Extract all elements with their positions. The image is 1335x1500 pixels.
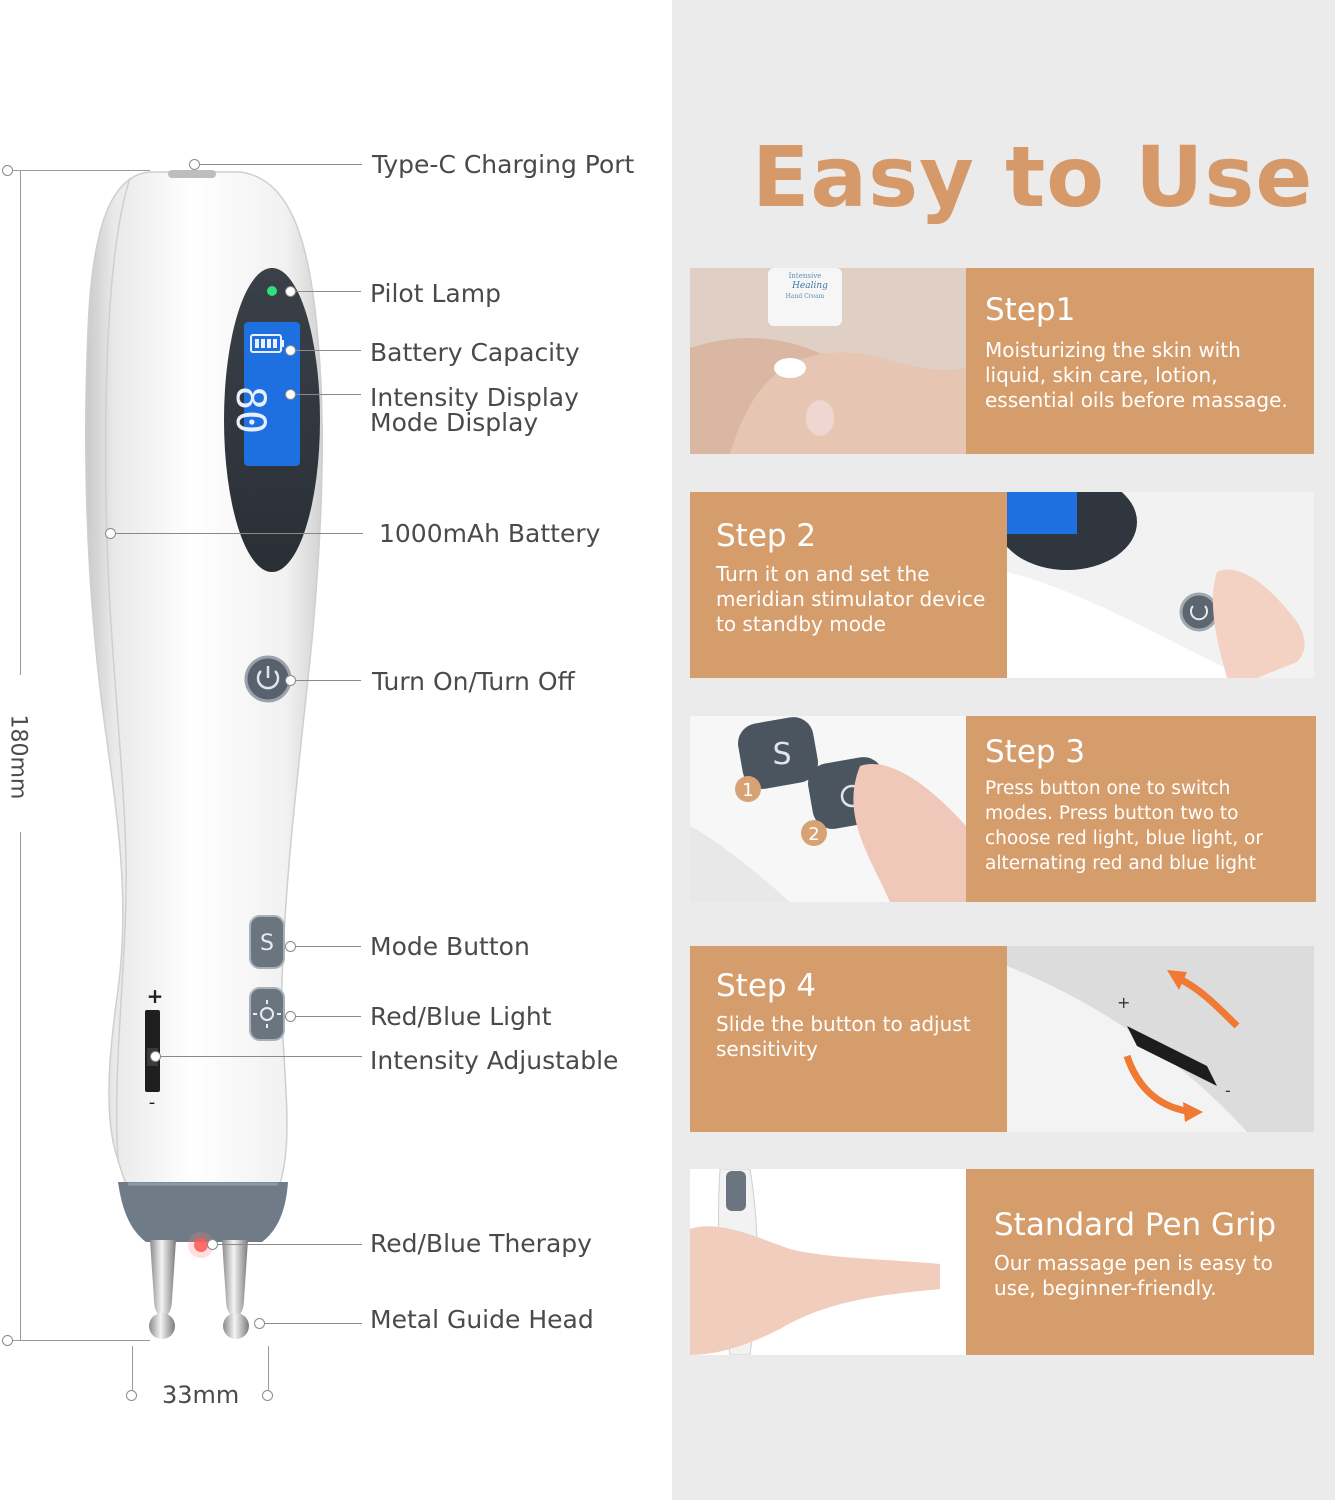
step2-text-panel: Step 2 Turn it on and set the meridian s… <box>690 492 1007 678</box>
callout-battery: 1000mAh Battery <box>379 519 601 548</box>
step-card-3: S 1 2 Step 3 Press button one to switch … <box>690 716 1316 902</box>
height-dimension-bottom <box>20 832 21 1340</box>
pen-collar <box>118 1182 288 1242</box>
svg-text:-: - <box>1225 1081 1231 1100</box>
red-therapy-light <box>194 1238 208 1252</box>
callout-intensity: Intensity Adjustable <box>370 1046 619 1075</box>
badge-1: 1 <box>742 780 753 801</box>
callout-light-button: Red/Blue Light <box>370 1002 552 1031</box>
product-diagram-panel: S + - 80 180mm 33mm <box>2 150 635 1409</box>
step2-title: Step 2 <box>716 518 817 554</box>
step3-photo: S 1 2 <box>690 716 966 902</box>
width-dimension-label: 33mm <box>162 1381 240 1409</box>
callout-battery-capacity: Battery Capacity <box>370 338 580 367</box>
cream-label-1: Intensive <box>789 272 822 280</box>
dim-endpoint-icon <box>2 1335 13 1346</box>
step4-text-panel: Step 4 Slide the button to adjust sensit… <box>690 946 1007 1132</box>
metal-head-right <box>222 1240 248 1318</box>
step2-desc: Turn it on and set the meridian stimulat… <box>716 562 986 636</box>
step1-desc: Moisturizing the skin with liquid, skin … <box>985 338 1288 412</box>
page-title: Easy to Use <box>752 128 1314 226</box>
dim-endpoint-icon <box>126 1390 137 1401</box>
step-card-4: Step 4 Slide the button to adjust sensit… <box>690 946 1314 1132</box>
callout-pilot-lamp: Pilot Lamp <box>370 279 501 308</box>
cream-label-3: Hand Cream <box>786 293 825 300</box>
metal-head-left <box>150 1240 176 1318</box>
step3-desc: Press button one to switch modes. Press … <box>985 778 1263 874</box>
dim-endpoint-icon <box>2 165 13 176</box>
height-dimension-top <box>20 170 21 675</box>
svg-text:S: S <box>260 931 274 956</box>
step1-title: Step1 <box>985 292 1076 328</box>
step5-photo <box>690 1169 966 1355</box>
callout-mode-button: Mode Button <box>370 932 530 961</box>
pilot-lamp-led <box>267 286 277 296</box>
step1-photo: Intensive Healing Hand Cream <box>690 268 966 454</box>
massage-pen-illustration: S + - 80 <box>84 170 323 1339</box>
callout-guide-head: Metal Guide Head <box>370 1305 594 1334</box>
step-card-5: Standard Pen Grip Our massage pen is eas… <box>690 1169 1314 1355</box>
svg-text:+: + <box>147 984 164 1008</box>
svg-text:-: - <box>149 1092 156 1113</box>
mode-button-shape <box>249 915 285 969</box>
step5-title: Standard Pen Grip <box>994 1207 1277 1243</box>
step3-title: Step 3 <box>985 734 1086 770</box>
step4-photo: + - <box>1007 946 1314 1132</box>
step4-desc: Slide the button to adjust sensitivity <box>716 1012 971 1061</box>
type-c-port <box>168 170 216 178</box>
callout-charging-port: Type-C Charging Port <box>372 150 635 179</box>
step3-text-panel: Step 3 Press button one to switch modes.… <box>966 716 1316 902</box>
lcd-digits: 80 <box>227 386 273 434</box>
cream-label-2: Healing <box>791 281 828 291</box>
step2-photo <box>1007 492 1314 678</box>
lcd-screen <box>244 322 300 466</box>
svg-text:+: + <box>1117 993 1130 1012</box>
step-card-2: Step 2 Turn it on and set the meridian s… <box>690 492 1314 678</box>
step1-text-panel: Step1 Moisturizing the skin with liquid,… <box>966 268 1314 454</box>
dim-endpoint-icon <box>262 1390 273 1401</box>
power-button-shape <box>244 655 292 703</box>
step4-title: Step 4 <box>716 968 817 1004</box>
step5-text-panel: Standard Pen Grip Our massage pen is eas… <box>966 1169 1314 1355</box>
callout-power: Turn On/Turn Off <box>372 667 575 696</box>
callout-mode-display: Mode Display <box>370 408 539 437</box>
height-dimension-label: 180mm <box>5 714 31 800</box>
callout-therapy: Red/Blue Therapy <box>370 1229 592 1258</box>
callout-intensity-display: Intensity Display <box>370 383 579 412</box>
step5-desc: Our massage pen is easy to use, beginner… <box>994 1251 1273 1300</box>
svg-text:S: S <box>772 737 791 772</box>
light-button-shape <box>249 987 285 1041</box>
step-card-1: Intensive Healing Hand Cream Step1 Moist… <box>690 268 1314 454</box>
badge-2: 2 <box>808 824 819 845</box>
